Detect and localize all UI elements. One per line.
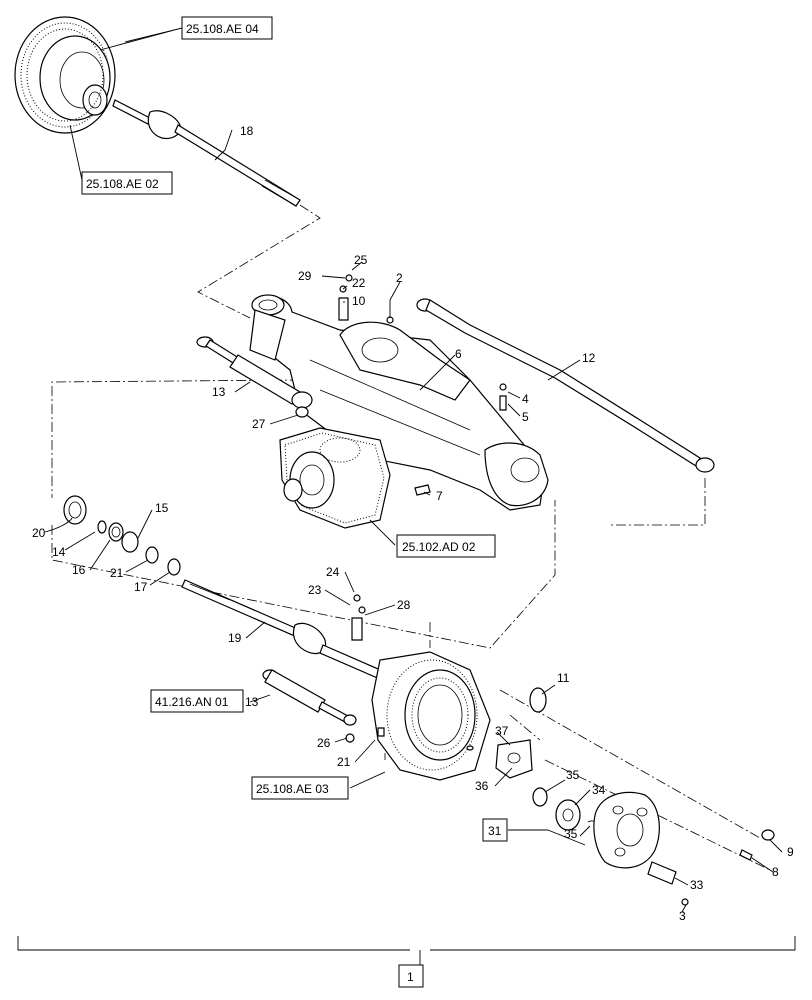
reference-boxes: 25.108.AE 04 25.108.AE 02 25.102.AD 02 4… [81, 16, 508, 988]
ref-box-1 [398, 964, 424, 988]
callout-13-lower: 13 [245, 695, 259, 709]
ref-box-ae03 [251, 776, 349, 800]
callout-19: 18 [240, 124, 254, 138]
ref-an01[interactable]: 41.216.AN 01 [155, 695, 229, 709]
callout-20: 20 [32, 526, 46, 540]
callout-17: 17 [134, 580, 148, 594]
callout-12: 12 [582, 351, 596, 365]
ref-box-31 [482, 818, 508, 842]
callout-35: 35 [566, 768, 580, 782]
differential-carrier [279, 427, 391, 529]
callout-34: 35 [564, 827, 578, 841]
callout-28: 27 [252, 417, 266, 431]
callout-3: 3 [679, 909, 686, 923]
callout-25: 24 [326, 565, 340, 579]
ref-box-ad02 [396, 534, 496, 558]
callout-36: 36 [475, 779, 489, 793]
callout-16: 16 [72, 563, 86, 577]
callout-27: 26 [317, 736, 331, 750]
callout-37: 37 [495, 724, 509, 738]
callout-2: 2 [396, 271, 403, 285]
callout-10: 10 [352, 294, 366, 308]
callout-9: 9 [787, 845, 794, 859]
lower-hub-assembly [371, 651, 491, 781]
callout-21: 21 [110, 566, 124, 580]
ref-ad02[interactable]: 25.102.AD 02 [402, 540, 476, 554]
callout-6: 6 [455, 347, 462, 361]
ref-31[interactable]: 31 [488, 824, 502, 838]
ref-box-ae04 [181, 16, 273, 40]
axle-housing [249, 294, 549, 511]
bearing-stack [63, 495, 181, 576]
callout-23: 22 [352, 276, 366, 290]
callout-22: 21 [337, 755, 351, 769]
tie-rod-12 [416, 298, 715, 473]
callout-26: 25 [354, 253, 368, 267]
drive-shaft-18 [181, 579, 386, 681]
small-hardware [295, 274, 507, 751]
callout-4: 4 [522, 392, 529, 406]
callout-8: 8 [772, 865, 779, 879]
callout-24: 23 [308, 583, 322, 597]
top-hub-assembly [14, 16, 116, 134]
callout-11: 11 [557, 671, 570, 685]
leader-lines [17, 27, 796, 965]
callout-30: 29 [298, 269, 312, 283]
steering-cylinder-upper [196, 336, 313, 409]
callout-29: 28 [397, 598, 411, 612]
phantom-lines [51, 204, 771, 871]
ref-1[interactable]: 1 [407, 970, 414, 984]
planetary-parts [495, 687, 775, 906]
callout-5: 5 [522, 410, 529, 424]
callout-15: 15 [155, 501, 169, 515]
callout-numbers: 18 25 29 22 10 2 6 12 13 4 5 27 7 20 15 … [32, 124, 794, 923]
callout-7: 7 [436, 489, 443, 503]
ref-ae02[interactable]: 25.108.AE 02 [86, 177, 159, 191]
callout-33: 34 [592, 783, 606, 797]
callout-14: 14 [52, 545, 66, 559]
callout-13-upper: 13 [212, 385, 226, 399]
callout-32: 33 [690, 878, 704, 892]
ref-ae03[interactable]: 25.108.AE 03 [256, 782, 329, 796]
ref-box-an01 [150, 689, 244, 713]
ref-ae04[interactable]: 25.108.AE 04 [186, 22, 259, 36]
drive-shaft-19 [112, 99, 301, 207]
ref-box-ae02 [81, 171, 173, 195]
callout-18: 19 [228, 631, 242, 645]
steering-cylinder-lower [262, 669, 357, 726]
